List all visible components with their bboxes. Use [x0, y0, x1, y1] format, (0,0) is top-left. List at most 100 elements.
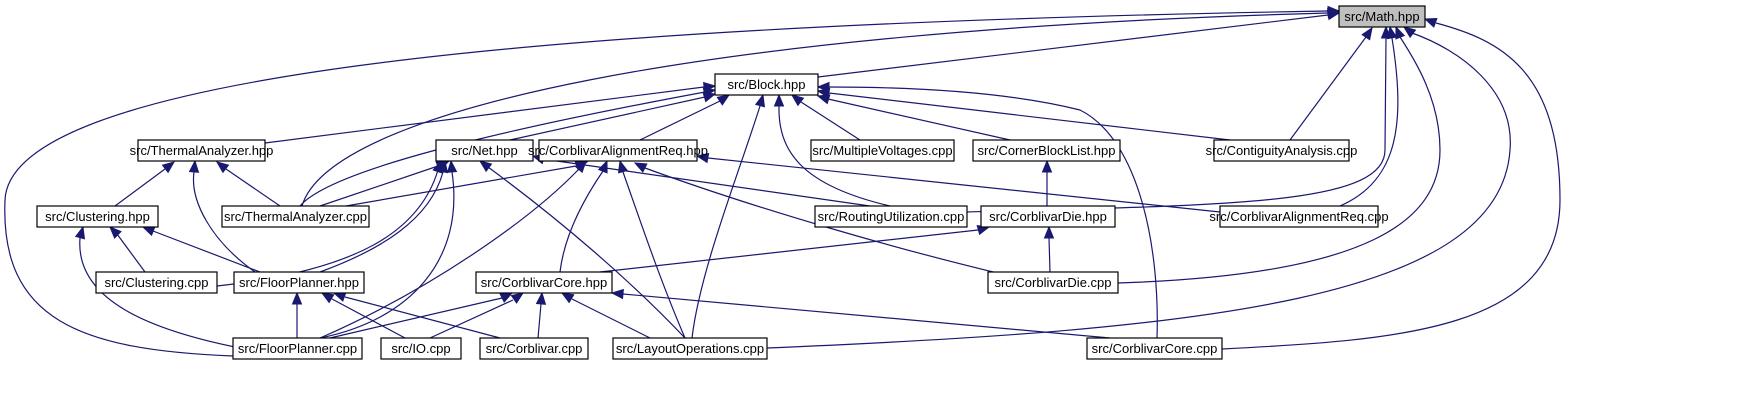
node-io-cpp[interactable]: src/IO.cpp	[380, 337, 462, 360]
arrowhead	[188, 159, 200, 173]
edge-line	[192, 171, 256, 273]
node-floor-planner-cpp[interactable]: src/FloorPlanner.cpp	[232, 337, 363, 360]
arrowhead	[574, 160, 587, 174]
edge-net_hpp-to-block_hpp	[509, 92, 717, 141]
edge-floor_planner_hpp-to-thermal_analyzer_hpp	[188, 159, 256, 273]
edge-thermal_analyzer_cpp-to-root	[301, 7, 1341, 207]
node-corblivar-core-hpp[interactable]: src/CorblivarCore.hpp	[475, 271, 613, 294]
edge-line	[319, 171, 455, 339]
arrowhead	[1043, 225, 1055, 239]
arrowhead	[437, 159, 449, 174]
arrowhead	[215, 161, 230, 174]
node-corblivar-alignment-req-hpp[interactable]: src/CorblivarAlignmentReq.hpp	[528, 139, 708, 162]
edge-layout_operations_cpp-to-net_hpp	[478, 160, 686, 339]
arrowhead	[478, 160, 493, 173]
edge-corblivar_core_cpp-to-root	[1221, 18, 1561, 350]
edge-alignment_req_cpp-to-alignment_req_hpp	[695, 152, 1221, 213]
edge-line	[599, 229, 979, 273]
edge-line	[800, 101, 861, 141]
edge-floor_planner_hpp-to-net_hpp	[319, 159, 449, 273]
arrowhead	[617, 159, 629, 174]
edge-line	[152, 230, 261, 273]
edge-clustering_hpp-to-thermal_analyzer_hpp	[114, 161, 176, 207]
arrowhead	[332, 292, 347, 302]
node-label: src/IO.cpp	[391, 341, 450, 356]
edge-line	[622, 293, 1111, 339]
arrowhead	[446, 159, 458, 173]
edge-corblivar_cpp-to-floor_planner_hpp	[332, 292, 501, 339]
edge-line	[537, 303, 542, 339]
edge-floor_planner_cpp-to-root	[4, 5, 1341, 357]
edge-io_cpp-to-corblivar_core_hpp	[429, 292, 525, 339]
edge-line	[344, 296, 501, 339]
node-label: src/ContiguityAnalysis.cpp	[1206, 143, 1358, 158]
node-label: src/Net.hpp	[451, 143, 517, 158]
arrowhead	[695, 152, 710, 164]
node-corblivar-cpp[interactable]: src/Corblivar.cpp	[479, 337, 589, 360]
node-corblivar-die-hpp[interactable]: src/CorblivarDie.hpp	[980, 205, 1116, 228]
edge-line	[966, 37, 1387, 213]
node-label: src/Corblivar.cpp	[486, 341, 583, 356]
node-clustering-hpp[interactable]: src/Clustering.hpp	[36, 205, 159, 228]
arrowhead	[141, 226, 156, 237]
arrowhead	[499, 292, 514, 303]
edge-line	[487, 166, 686, 339]
node-label: src/Clustering.cpp	[104, 275, 208, 290]
edge-floor_planner_cpp-to-clustering_hpp	[74, 225, 241, 349]
edge-line	[345, 165, 577, 207]
node-thermal-analyzer-hpp[interactable]: src/ThermalAnalyzer.hpp	[130, 139, 274, 162]
node-multiple-voltages-cpp[interactable]: src/MultipleVoltages.cpp	[810, 139, 955, 162]
arrowhead	[74, 225, 86, 240]
edge-io_cpp-to-floor_planner_hpp	[320, 292, 406, 339]
node-label: src/ThermalAnalyzer.cpp	[224, 209, 367, 224]
edge-line	[828, 92, 1231, 141]
node-math-hpp[interactable]: src/Math.hpp	[1338, 5, 1426, 28]
edge-layout_operations_cpp-to-block_hpp	[691, 93, 766, 339]
node-corner-block-list-hpp[interactable]: src/CornerBlockList.hpp	[972, 139, 1121, 162]
arrowhead	[1402, 26, 1417, 39]
arrowhead	[633, 162, 648, 173]
edge-line	[4, 10, 1329, 357]
edge-corblivar_cpp-to-corblivar_core_hpp	[535, 291, 547, 339]
edge-block_hpp-to-root	[817, 9, 1341, 78]
node-block-hpp[interactable]: src/Block.hpp	[714, 73, 819, 96]
edge-floor_planner_hpp-to-clustering_hpp	[141, 226, 261, 273]
node-thermal-analyzer-cpp[interactable]: src/ThermalAnalyzer.cpp	[221, 205, 370, 228]
edge-layout_operations_cpp-to-corblivar_core_hpp	[560, 292, 651, 339]
edge-floor_planner_cpp-to-floor_planner_hpp	[291, 291, 303, 338]
edge-line	[114, 168, 166, 207]
node-label: src/RoutingUtilization.cpp	[818, 209, 965, 224]
node-routing-utilization-cpp[interactable]: src/RoutingUtilization.cpp	[814, 205, 968, 228]
node-label: src/CorblivarDie.cpp	[994, 275, 1111, 290]
edge-corblivar_core_hpp-to-alignment_req_hpp	[559, 159, 608, 273]
node-floor-planner-hpp[interactable]: src/FloorPlanner.hpp	[233, 271, 365, 294]
arrowhead	[716, 94, 731, 106]
node-corblivar-die-cpp[interactable]: src/CorblivarDie.cpp	[987, 271, 1119, 294]
arrowhead	[161, 161, 176, 174]
edge-floor_planner_cpp-to-alignment_req_hpp	[319, 160, 587, 339]
node-layout-operations-cpp[interactable]: src/LayoutOperations.cpp	[612, 337, 768, 360]
node-net-hpp[interactable]: src/Net.hpp	[435, 139, 534, 162]
edge-line	[778, 105, 891, 207]
edge-line	[559, 170, 604, 273]
node-label: src/ThermalAnalyzer.hpp	[130, 143, 274, 158]
edge-line	[509, 96, 706, 141]
node-contiguity-analysis-cpp[interactable]: src/ContiguityAnalysis.cpp	[1206, 139, 1358, 162]
node-label: src/CorblivarCore.hpp	[481, 275, 607, 290]
edge-line	[644, 167, 1011, 277]
arrowhead	[109, 226, 122, 239]
node-clustering-cpp[interactable]: src/Clustering.cpp	[95, 271, 218, 294]
node-corblivar-alignment-req-cpp[interactable]: src/CorblivarAlignmentReq.cpp	[1209, 205, 1389, 228]
edge-corner_block_list_hpp-to-block_hpp	[816, 94, 1011, 141]
edge-line	[319, 171, 444, 273]
edge-alignment_req_hpp-to-block_hpp	[639, 94, 731, 141]
node-label: src/Block.hpp	[727, 77, 805, 92]
node-corblivar-core-cpp[interactable]: src/CorblivarCore.cpp	[1086, 337, 1223, 360]
edge-thermal_analyzer_cpp-to-thermal_analyzer_hpp	[215, 161, 281, 207]
edge-corblivar_core_hpp-to-corblivar_die_hpp	[599, 224, 991, 273]
edge-layout_operations_cpp-to-root	[766, 26, 1511, 349]
node-label: src/CorblivarAlignmentReq.hpp	[528, 143, 708, 158]
edge-routing_utilization_cpp-to-block_hpp	[773, 93, 891, 207]
edge-line	[331, 298, 406, 339]
